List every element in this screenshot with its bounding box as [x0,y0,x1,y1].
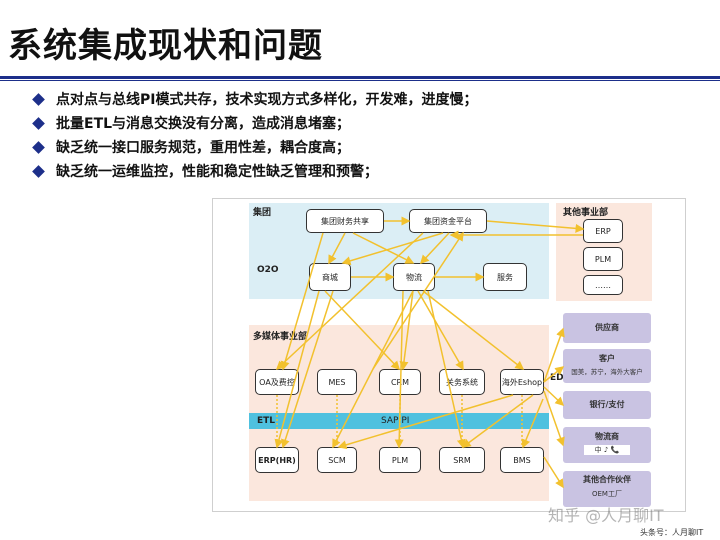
title-rule-thin [0,80,720,81]
etl-label: ETL [257,416,276,426]
arrow-line [427,290,466,449]
arrow-line [281,290,334,449]
page-title: 系统集成现状和问题 [8,26,323,66]
diamond-bullet-icon [32,117,45,130]
connection-arrows [274,216,585,489]
source-credit: 头条号：人月聊IT [640,528,704,537]
bullet-item: 批量ETL与消息交换没有分离，造成消息堵塞； [32,112,477,136]
arrow-line [543,390,565,447]
other-plm-box: PLM [583,247,623,271]
o2o-label: O2O [257,265,279,275]
group-finance-sharing-box: 集团财务共享 [306,209,384,233]
diamond-bullet-icon [32,141,45,154]
bullet-list: 点对点与总线PI模式共存，技术实现方式多样化，开发难，进度慢； 批量ETL与消息… [32,88,477,184]
sap-pi-label: SAP PI [381,416,410,426]
logistics-provider-box: 物流商 中 ♪ 📞 [563,427,651,463]
edi-label: EDI [550,373,567,383]
bank-payment-box: 银行/支付 [563,391,651,419]
arrow-line [341,232,444,266]
bullet-item: 点对点与总线PI模式共存，技术实现方式多样化，开发难，进度慢； [32,88,477,112]
arrow-line [399,290,414,371]
watermark: 知乎 @人月聊IT [548,506,664,525]
arrow-line [352,232,415,264]
logistics-logos: 中 ♪ 📞 [584,445,630,455]
diamond-bullet-icon [32,93,45,106]
arrow-line [274,290,320,449]
arrow-line [328,232,346,265]
supplier-box: 供应商 [563,313,651,343]
other-partners-box: 其他合作伙伴 OEM工厂 [563,471,651,507]
arrow-line [543,327,565,383]
arrow-line [324,290,401,371]
arrow-line [422,290,525,370]
arrow-line [521,398,544,449]
erp-hr-box: ERP(HR) [255,447,299,473]
diamond-bullet-icon [32,165,45,178]
arrow-line [372,231,464,370]
arrow-line [543,386,565,407]
arrow-line [419,232,450,265]
integration-diagram: 集团 O2O 其他事业部 多媒体事业部 集团财务共享 集团资金平台 商城 物流 … [212,198,686,512]
group-fund-platform-box: 集团资金平台 [409,209,487,233]
scm-box: SCM [317,447,357,473]
bullet-item: 缺乏统一运维监控，性能和稳定性缺乏管理和预警； [32,160,477,184]
arrow-line [275,232,424,371]
media-division-label: 多媒体事业部 [253,332,308,342]
other-division-label: 其他事业部 [563,208,609,218]
arrow-line [417,290,464,371]
mes-box: MES [317,369,357,395]
plm-box: PLM [379,447,421,473]
bms-box: BMS [500,447,544,473]
group-label: 集团 [253,208,272,218]
arrow-line [280,232,324,371]
arrow-line [543,456,564,489]
arrow-line [337,394,514,450]
arrow-line [486,220,585,233]
customer-box: 客户 国美，苏宁，海外大客户 [563,349,651,383]
bullet-item: 缺乏统一接口服务规范，重用性差，耦合度高； [32,136,477,160]
arrow-line [543,366,565,383]
other-more-box: …… [583,275,623,295]
srm-box: SRM [439,447,485,473]
service-box: 服务 [483,263,527,291]
title-rule [0,76,720,79]
